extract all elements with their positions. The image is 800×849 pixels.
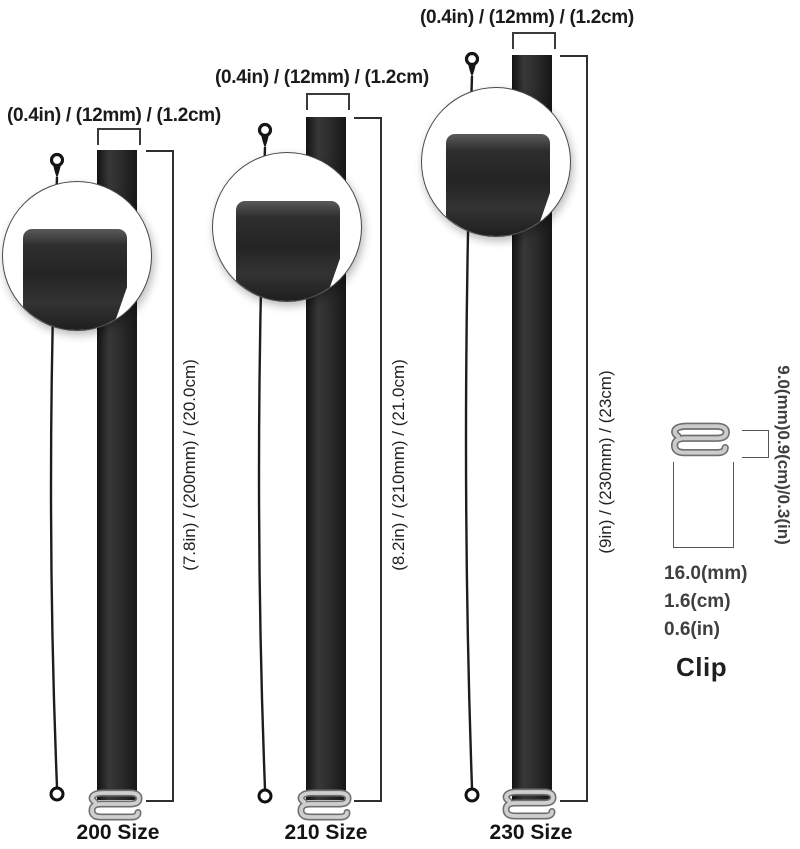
loop-taper bbox=[52, 163, 62, 178]
clip-height-label: 9.0(mm)0.9(cm)/0.3(in) bbox=[774, 365, 793, 545]
s-hook-icon-210 bbox=[297, 789, 352, 821]
length-bracket-210 bbox=[354, 117, 382, 802]
magnified-band-top bbox=[23, 229, 127, 330]
width-label-210: (0.4in) / (12mm) / (1.2cm) bbox=[215, 67, 429, 88]
hook-body bbox=[504, 790, 555, 818]
length-label-210: (8.2in) / (210mm) / (21.0cm) bbox=[389, 359, 408, 571]
clip-width-mm: 16.0(mm) bbox=[664, 563, 748, 584]
magnifier-circle-210 bbox=[212, 152, 362, 302]
loop-taper bbox=[260, 133, 270, 148]
width-label-200: (0.4in) / (12mm) / (1.2cm) bbox=[7, 105, 221, 126]
size-label-200: 200 Size bbox=[76, 821, 160, 844]
length-label-230: (9in) / (230mm) / (23cm) bbox=[596, 370, 615, 554]
magnifier-circle-230 bbox=[421, 87, 571, 237]
width-bracket-210 bbox=[306, 93, 350, 110]
loop-taper bbox=[467, 62, 477, 77]
size-label-210: 210 Size bbox=[284, 821, 368, 844]
clip-width-bracket bbox=[673, 462, 734, 548]
clip-width-cm: 1.6(cm) bbox=[664, 591, 731, 612]
width-bracket-230 bbox=[512, 32, 556, 49]
magnifier-circle-200 bbox=[2, 181, 152, 331]
clip-width-labels: 16.0(mm) 1.6(cm) 0.6(in) bbox=[664, 560, 747, 644]
clip-detail-hook-icon bbox=[670, 422, 730, 457]
hook-body bbox=[90, 791, 141, 819]
s-hook-icon-200 bbox=[88, 789, 143, 821]
size-label-230: 230 Size bbox=[489, 821, 573, 844]
magnified-band-top bbox=[446, 134, 550, 236]
length-bracket-230 bbox=[560, 55, 588, 802]
hook-body bbox=[299, 791, 350, 819]
bottom-loop-icon bbox=[257, 788, 273, 804]
bottom-loop-icon bbox=[464, 787, 480, 803]
clip-title: Clip bbox=[676, 652, 728, 682]
length-bracket-200 bbox=[146, 150, 174, 802]
hook-body bbox=[672, 424, 729, 455]
clip-width-in: 0.6(in) bbox=[664, 619, 720, 640]
clip-height-bracket bbox=[742, 430, 769, 458]
s-hook-icon-230 bbox=[502, 788, 557, 820]
width-bracket-200 bbox=[97, 128, 141, 145]
width-label-230: (0.4in) / (12mm) / (1.2cm) bbox=[420, 7, 634, 28]
magnified-band-top bbox=[236, 201, 340, 301]
length-label-200: (7.8in) / (200mm) / (20.0cm) bbox=[180, 359, 199, 571]
bottom-loop-icon bbox=[49, 786, 65, 802]
